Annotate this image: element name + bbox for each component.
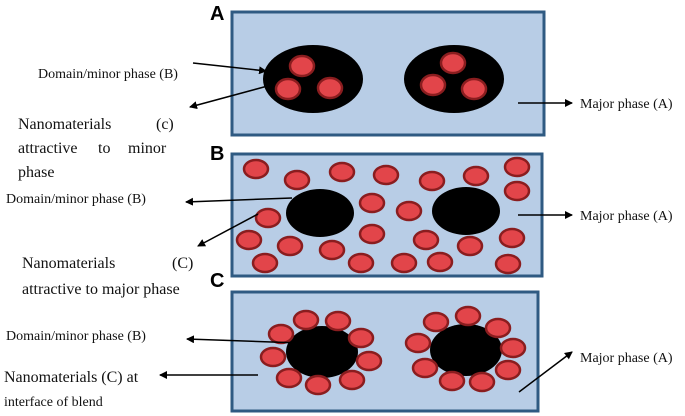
panel-b: B [6,143,673,298]
particle [419,73,447,97]
panel-c-major-label: Major phase (A) [580,351,673,366]
particle [316,76,344,100]
particle [292,309,320,331]
particle [283,169,311,191]
panel-c-domain-right [430,324,502,376]
particle [347,327,375,349]
particle [288,54,316,78]
particle [304,374,332,396]
panel-b-domain-right [432,187,500,235]
particle [418,170,446,192]
panel-a-nano-label-2b: to [98,140,110,157]
particle [460,77,488,101]
particle [468,371,496,393]
particle [462,165,490,187]
panel-a-nano-label-2a: attractive [18,140,78,157]
particle [494,253,522,275]
particle [503,156,531,178]
panel-b-particles [235,156,531,275]
particle [454,305,482,327]
particle [499,337,527,359]
particle [395,200,423,222]
panel-b-domain-label: Domain/minor phase (B) [6,192,146,207]
particle [358,223,386,245]
panel-c-nano-label-2: interface of blend [4,395,103,410]
particle [439,51,467,75]
panel-b-nano-label-1: Nanomaterials [22,255,115,272]
panel-a-arrow-nano [189,83,276,110]
panel-b-arrow-nano [197,213,259,247]
particle [251,252,279,274]
panel-c: C Doma [4,270,673,413]
panel-a-nano-label-2c: minor [128,140,167,157]
panel-a-major-label: Major phase (A) [580,97,673,112]
particle [372,164,400,186]
particle [259,346,287,368]
panel-a-particles [274,51,488,101]
particle [347,252,375,274]
particle [498,227,526,249]
panel-a: A Domain/minor phase (B) Nanomaterials (… [18,3,673,181]
panel-c-nano-label-1: Nanomaterials (C) at [4,369,139,386]
particle [274,77,302,101]
panel-c-letter: C [210,270,224,292]
panel-c-arrow-major [518,351,573,393]
particle [422,311,450,333]
panel-c-particles [259,305,527,396]
panel-a-domain-left [263,45,363,113]
panel-c-domain-label: Domain/minor phase (B) [6,329,146,344]
particle [412,229,440,251]
particle [390,252,418,274]
particle [338,369,366,391]
panel-b-arrow-domain [185,197,293,206]
particle [355,350,383,372]
particle [484,317,512,339]
panel-c-arrow-domain [186,335,301,344]
panel-b-domain-left [286,189,354,237]
particle [318,239,346,261]
particle [276,235,304,257]
panel-c-domain-left [286,326,358,378]
particle [411,357,439,379]
panel-a-nano-label-1: Nanomaterials [18,116,111,133]
panel-a-domain-label: Domain/minor phase (B) [38,67,178,82]
panel-a-letter: A [210,3,224,25]
particle [267,323,295,345]
particle [235,229,263,251]
particle [328,161,356,183]
panel-a-arrow-domain [192,62,267,75]
particle [426,251,454,273]
particle [404,332,432,354]
panel-b-nano-label-2: attractive to major phase [22,281,180,298]
panel-b-letter: B [210,143,224,165]
particle [275,367,303,389]
panel-b-nano-label-1b: (C) [172,255,193,272]
particle [358,192,386,214]
particle [242,158,270,180]
panel-b-major-label: Major phase (A) [580,209,673,224]
particle [324,310,352,332]
particle [438,370,466,392]
particle [494,359,522,381]
particle [456,235,484,257]
panel-a-nano-label-1b: (c) [156,116,174,133]
particle [254,207,282,229]
particle [503,180,531,202]
panel-a-nano-label-3: phase [18,164,54,181]
